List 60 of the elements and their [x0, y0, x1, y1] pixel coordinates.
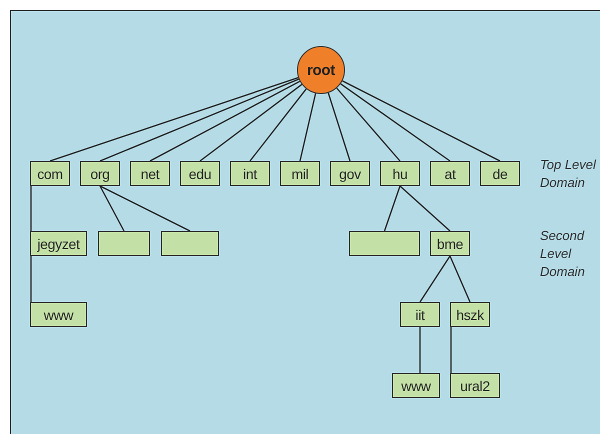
tree-line — [30, 186, 32, 231]
domain-box — [392, 373, 440, 398]
tree-line — [200, 84, 302, 162]
domain-box — [130, 161, 170, 186]
tree-line — [384, 186, 401, 232]
domain-label: de — [492, 166, 508, 182]
tree-line — [450, 327, 452, 373]
tree-line — [419, 256, 451, 302]
level-label: Top Level Domain — [540, 156, 598, 192]
tree-line — [342, 80, 500, 162]
tree-line — [100, 185, 190, 232]
tree-line — [299, 93, 316, 162]
tree-line — [449, 256, 471, 302]
tree-line — [99, 186, 125, 232]
tree-line — [400, 186, 450, 232]
domain-box — [30, 302, 87, 327]
domain-box — [330, 161, 370, 186]
domain-label: org — [90, 166, 110, 182]
tree-line — [340, 83, 450, 162]
domain-box — [380, 161, 420, 186]
domain-box — [180, 161, 220, 186]
domain-label: int — [243, 166, 257, 182]
domain-label: bme — [436, 236, 464, 252]
domain-box — [230, 161, 270, 186]
domain-box — [80, 161, 120, 186]
tree-line — [336, 88, 400, 162]
tree-line — [100, 78, 300, 162]
domain-label: edu — [188, 166, 212, 182]
domain-label: gov — [339, 166, 361, 182]
domain-box — [30, 161, 70, 186]
level-label: Second Level Domain — [540, 227, 586, 281]
domain-label: root — [307, 62, 335, 78]
tree-line — [419, 327, 421, 373]
domain-box — [480, 161, 520, 186]
domain-label: hu — [392, 166, 408, 182]
domain-box — [280, 161, 320, 186]
domain-box — [450, 373, 500, 398]
domain-label: hszk — [456, 306, 484, 322]
domain-label: iit — [415, 306, 425, 322]
domain-label: www — [44, 306, 74, 322]
domain-label: at — [444, 166, 456, 182]
tree-line — [249, 88, 307, 162]
domain-label: mil — [292, 166, 308, 182]
domain-box — [30, 231, 87, 256]
domain-box — [400, 302, 440, 327]
empty-domain-box — [98, 231, 150, 256]
domain-box — [430, 161, 470, 186]
empty-domain-box — [161, 231, 219, 256]
empty-domain-box — [349, 231, 420, 256]
domain-label: ural2 — [460, 378, 490, 394]
domain-label: jegyzet — [37, 236, 80, 252]
tree-line — [50, 77, 298, 162]
domain-label: com — [37, 166, 63, 182]
domain-box — [430, 231, 470, 256]
tree-line — [30, 256, 32, 302]
domain-label: www — [401, 378, 431, 394]
domain-label: net — [140, 166, 160, 182]
tree-line — [328, 92, 351, 162]
domain-box — [450, 302, 490, 327]
tree-line — [150, 80, 300, 162]
